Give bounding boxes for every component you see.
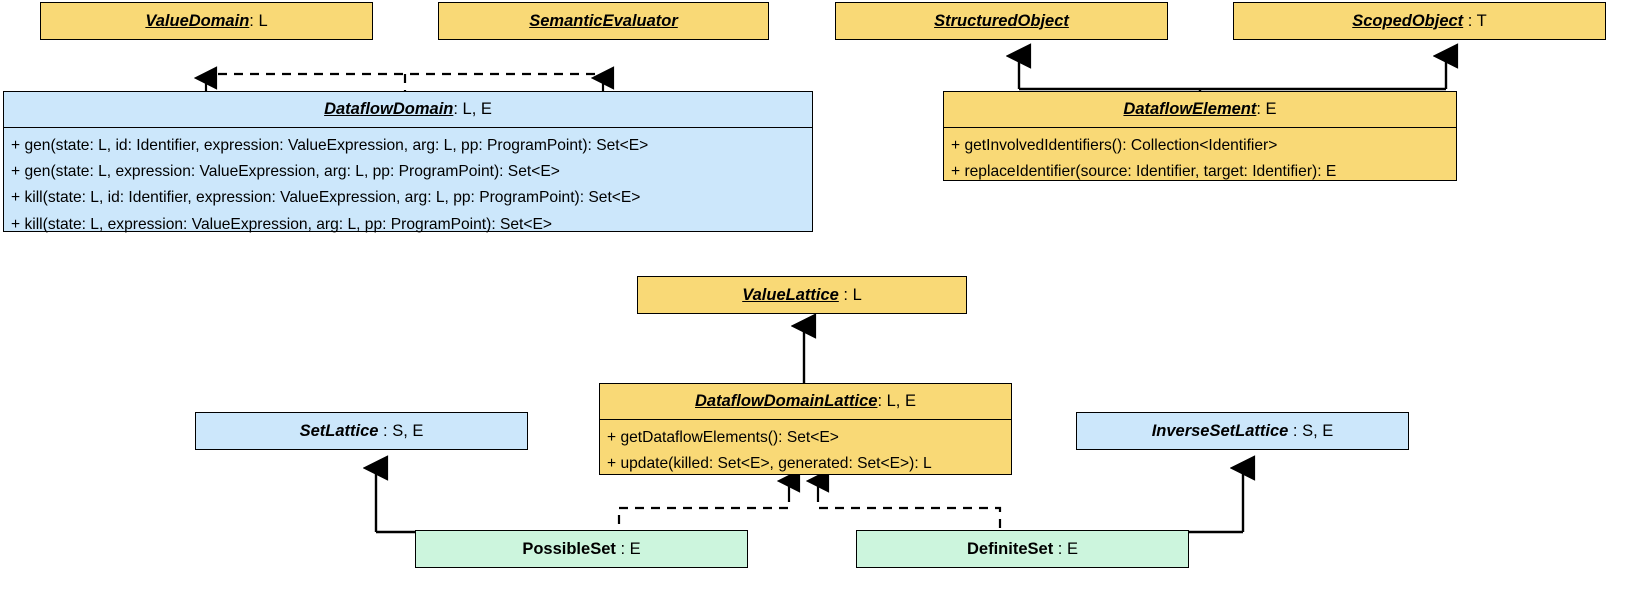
class-name: InverseSetLattice (1151, 421, 1289, 440)
class-title-dataflow-domain-lattice: DataflowDomainLattice: L, E (600, 384, 1011, 419)
class-box-semantic-evaluator[interactable]: SemanticEvaluator (438, 2, 769, 40)
class-title-inverse-set-lattice: InverseSetLattice : S, E (1077, 414, 1408, 449)
class-box-dataflow-domain[interactable]: DataflowDomain: L, E + gen(state: L, id:… (3, 91, 813, 233)
class-generics-sep: : (249, 11, 259, 30)
class-box-scoped-object[interactable]: ScopedObject : T (1233, 2, 1606, 40)
class-generics-sep: : (877, 392, 887, 410)
class-box-possible-set[interactable]: PossibleSet : E (415, 530, 748, 568)
class-title-dataflow-domain: DataflowDomain: L, E (4, 92, 812, 127)
class-generics: L (258, 11, 268, 30)
class-generics-sep: : (615, 539, 630, 558)
class-member: + update(killed: Set<E>, generated: Set<… (607, 455, 932, 473)
class-generics-sep: : (453, 100, 463, 118)
class-title-definite-set: DefiniteSet : E (857, 532, 1188, 567)
class-generics-sep: : (1256, 100, 1266, 118)
class-generics: E (1265, 100, 1277, 118)
class-title-semantic-evaluator: SemanticEvaluator (439, 4, 768, 39)
class-generics: E (629, 539, 641, 558)
class-member: + kill(state: L, id: Identifier, express… (11, 189, 641, 207)
class-name: DataflowDomainLattice (695, 392, 878, 410)
class-generics: E (1066, 539, 1078, 558)
class-member: + getDataflowElements(): Set<E> (607, 428, 839, 446)
members-compartment-dataflow-domain: + gen(state: L, id: Identifier, expressi… (4, 126, 812, 244)
class-box-value-lattice[interactable]: ValueLattice : L (637, 276, 967, 314)
class-title-dataflow-element: DataflowElement: E (944, 92, 1456, 127)
class-generics: L (852, 285, 862, 304)
class-title-value-domain: ValueDomain: L (41, 4, 372, 39)
class-box-value-domain[interactable]: ValueDomain: L (40, 2, 373, 40)
members-compartment-dataflow-element: + getInvolvedIdentifiers(): Collection<I… (944, 126, 1456, 191)
class-member: + gen(state: L, id: Identifier, expressi… (11, 136, 649, 154)
class-name: ValueLattice (742, 285, 839, 304)
class-generics: L, E (886, 392, 916, 410)
class-member: + gen(state: L, expression: ValueExpress… (11, 163, 560, 181)
class-box-inverse-set-lattice[interactable]: InverseSetLattice : S, E (1076, 412, 1409, 450)
class-name: DataflowElement (1123, 100, 1257, 118)
class-name: DataflowDomain (324, 100, 454, 118)
class-name: ScopedObject (1352, 11, 1464, 30)
class-generics-sep: : (378, 421, 393, 440)
class-generics-sep: : (838, 285, 853, 304)
class-name: StructuredObject (934, 11, 1069, 30)
class-title-value-lattice: ValueLattice : L (638, 278, 966, 313)
class-name: SetLattice (299, 421, 379, 440)
class-title-structured-object: StructuredObject (836, 4, 1167, 39)
class-member: + kill(state: L, expression: ValueExpres… (11, 215, 552, 233)
class-generics: S, E (392, 421, 424, 440)
class-box-definite-set[interactable]: DefiniteSet : E (856, 530, 1189, 568)
class-name: ValueDomain (145, 11, 250, 30)
class-name: PossibleSet (522, 539, 616, 558)
members-compartment-dataflow-domain-lattice: + getDataflowElements(): Set<E> + update… (600, 418, 1011, 483)
class-generics: L, E (462, 100, 492, 118)
class-member: + replaceIdentifier(source: Identifier, … (951, 163, 1337, 181)
class-generics: S, E (1302, 421, 1334, 440)
class-generics-sep: : (1053, 539, 1067, 558)
class-box-dataflow-domain-lattice[interactable]: DataflowDomainLattice: L, E + getDataflo… (599, 383, 1012, 475)
class-box-dataflow-element[interactable]: DataflowElement: E + getInvolvedIdentifi… (943, 91, 1457, 181)
class-generics-sep: : (1288, 421, 1303, 440)
class-box-set-lattice[interactable]: SetLattice : S, E (195, 412, 528, 450)
class-title-set-lattice: SetLattice : S, E (196, 414, 527, 449)
class-title-possible-set: PossibleSet : E (416, 532, 747, 567)
class-title-scoped-object: ScopedObject : T (1234, 4, 1605, 39)
class-generics-sep: : (1463, 11, 1477, 30)
class-box-structured-object[interactable]: StructuredObject (835, 2, 1168, 40)
class-generics: T (1476, 11, 1487, 30)
class-name: SemanticEvaluator (529, 11, 678, 30)
class-name: DefiniteSet (967, 539, 1054, 558)
class-member: + getInvolvedIdentifiers(): Collection<I… (951, 136, 1278, 154)
